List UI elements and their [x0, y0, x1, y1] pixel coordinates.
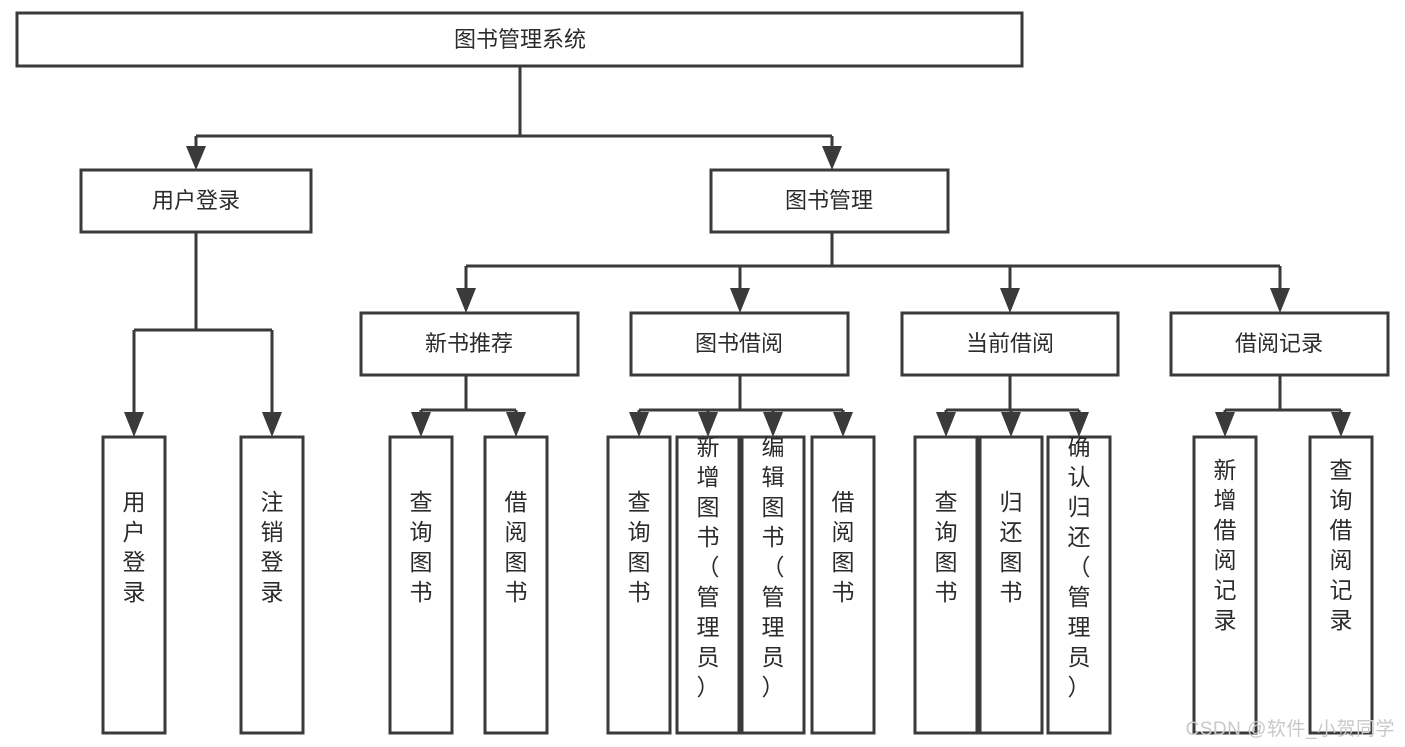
node-leaf-query-book-2[interactable]: 查询图书 — [606, 435, 672, 735]
node-leaf-borrow-book-2-box[interactable] — [810, 435, 876, 735]
node-user-login-box[interactable] — [79, 168, 313, 234]
node-leaf-return-book[interactable]: 归还图书 — [978, 435, 1044, 735]
arrow-br-c1 — [1215, 412, 1235, 437]
arrow-to-user-login — [186, 146, 206, 170]
arrow-cb-c3 — [1069, 412, 1089, 437]
arrow-nbr-c1 — [411, 412, 431, 437]
node-leaf-confirm-return-label: 确认归还（管理员） — [1068, 434, 1091, 700]
arrow-cb-c1 — [936, 412, 956, 437]
arrow-to-current-borrow — [1000, 288, 1020, 313]
arrow-to-book-manage — [822, 146, 842, 170]
arrow-to-book-borrow — [730, 288, 750, 313]
node-leaf-add-record-label: 新增借阅记录 — [1214, 457, 1237, 633]
node-leaf-add-book-label: 新增图书（管理员） — [697, 434, 720, 700]
arrow-bb-c3 — [763, 412, 783, 437]
arrow-cb-c2 — [1001, 412, 1021, 437]
node-leaf-borrow-book-2-label: 借阅图书 — [832, 489, 855, 605]
node-book-manage-box[interactable] — [709, 168, 950, 234]
node-book-borrow-label: 图书借阅 — [695, 331, 783, 356]
node-leaf-add-book[interactable]: 新增图书（管理员） — [675, 434, 741, 735]
node-leaf-query-book-3-box[interactable] — [913, 435, 979, 735]
node-leaf-borrow-book-1[interactable]: 借阅图书 — [483, 435, 549, 735]
arrow-bb-c4 — [833, 412, 853, 437]
node-leaf-confirm-return[interactable]: 确认归还（管理员） — [1046, 434, 1112, 735]
node-leaf-edit-book[interactable]: 编辑图书（管理员） — [740, 434, 806, 735]
node-new-book-recommend-box[interactable] — [359, 311, 580, 377]
node-leaf-return-book-box[interactable] — [978, 435, 1044, 735]
node-leaf-logout[interactable]: 注销登录 — [239, 435, 305, 735]
node-leaf-user-login-label: 用户登录 — [123, 489, 146, 605]
node-leaf-edit-book-label: 编辑图书（管理员） — [762, 434, 785, 700]
node-book-borrow-box[interactable] — [629, 311, 850, 377]
node-leaf-add-record-box[interactable] — [1192, 435, 1258, 735]
node-leaf-query-book-2-box[interactable] — [606, 435, 672, 735]
node-leaf-query-book-1-label: 查询图书 — [410, 489, 433, 605]
node-user-login-label: 用户登录 — [152, 188, 240, 213]
node-current-borrow[interactable]: 当前借阅 — [900, 311, 1120, 377]
node-leaf-borrow-book-1-box[interactable] — [483, 435, 549, 735]
node-borrow-record-box[interactable] — [1169, 311, 1390, 377]
node-leaf-query-book-1[interactable]: 查询图书 — [388, 435, 454, 735]
node-user-login[interactable]: 用户登录 — [79, 168, 313, 234]
node-leaf-logout-box[interactable] — [239, 435, 305, 735]
node-leaf-query-record-box[interactable] — [1308, 435, 1374, 735]
node-leaf-return-book-label: 归还图书 — [1000, 489, 1023, 605]
node-leaf-add-book-box[interactable] — [675, 435, 741, 735]
arrow-ul-c2 — [262, 412, 282, 437]
arrow-bb-c2 — [698, 412, 718, 437]
node-leaf-query-record-label: 查询借阅记录 — [1330, 457, 1353, 633]
node-leaf-add-record[interactable]: 新增借阅记录 — [1192, 435, 1258, 735]
node-leaf-borrow-book-2[interactable]: 借阅图书 — [810, 435, 876, 735]
arrow-br-c2 — [1331, 412, 1351, 437]
node-book-manage[interactable]: 图书管理 — [709, 168, 950, 234]
node-leaf-query-book-3[interactable]: 查询图书 — [913, 435, 979, 735]
node-leaf-logout-label: 注销登录 — [261, 489, 284, 605]
arrow-ul-c1 — [124, 412, 144, 437]
arrow-nbr-c2 — [506, 412, 526, 437]
csdn-watermark: CSDN @软件_小贺同学 — [1185, 719, 1395, 740]
node-leaf-borrow-book-1-label: 借阅图书 — [505, 489, 528, 605]
node-current-borrow-label: 当前借阅 — [966, 331, 1054, 356]
arrow-to-new-book — [456, 288, 476, 313]
node-leaf-query-book-3-label: 查询图书 — [935, 489, 958, 605]
node-root-box[interactable] — [15, 11, 1024, 68]
node-leaf-edit-book-box[interactable] — [740, 435, 806, 735]
node-current-borrow-box[interactable] — [900, 311, 1120, 377]
node-borrow-record[interactable]: 借阅记录 — [1169, 311, 1390, 377]
node-new-book-recommend[interactable]: 新书推荐 — [359, 311, 580, 377]
node-new-book-recommend-label: 新书推荐 — [425, 331, 513, 356]
node-leaf-user-login-box[interactable] — [101, 435, 167, 735]
arrow-to-borrow-record — [1270, 288, 1290, 313]
arrow-bb-c1 — [629, 412, 649, 437]
node-book-borrow[interactable]: 图书借阅 — [629, 311, 850, 377]
node-leaf-query-book-2-label: 查询图书 — [628, 489, 651, 605]
node-leaf-query-record[interactable]: 查询借阅记录 — [1308, 435, 1374, 735]
node-leaf-confirm-return-box[interactable] — [1046, 435, 1112, 735]
node-root-label: 图书管理系统 — [454, 27, 586, 52]
node-leaf-user-login[interactable]: 用户登录 — [101, 435, 167, 735]
node-leaf-query-book-1-box[interactable] — [388, 435, 454, 735]
node-book-manage-label: 图书管理 — [785, 188, 873, 213]
node-borrow-record-label: 借阅记录 — [1235, 331, 1323, 356]
edge-layer — [124, 66, 1351, 437]
node-root[interactable]: 图书管理系统 — [15, 11, 1024, 68]
